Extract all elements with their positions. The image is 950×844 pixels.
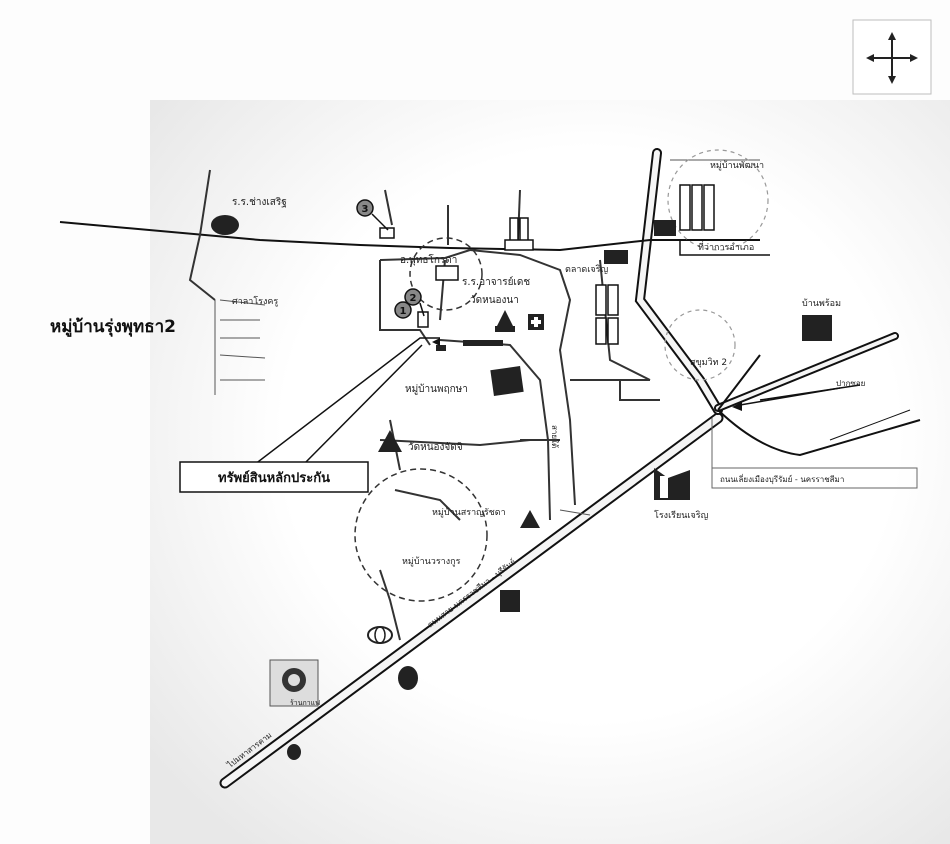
bottom-dashed-circle (354, 468, 488, 602)
label-bottom-circle-top: หมู่บ้านสราญรัชดา (432, 507, 506, 518)
top-right-dashed-circle (667, 149, 769, 251)
marker-1: 1 (394, 301, 412, 319)
village-label: หมู่บ้านรุ่งพุทธา2 (50, 317, 176, 338)
bank-logo-icon (269, 659, 319, 707)
dark-blocks (436, 220, 832, 612)
label-cafe: ร้านกาแฟ (290, 699, 320, 707)
label-right-arrow: ปากซอย (836, 379, 865, 388)
junction-arrow-icon (732, 387, 841, 411)
main-highway (219, 412, 724, 789)
svg-text:3: 3 (362, 204, 369, 215)
compass-icon (852, 19, 932, 95)
temple-icon-small (520, 510, 540, 528)
svg-text:2: 2 (410, 293, 417, 304)
label-right-house: บ้านพร้อม (802, 298, 841, 309)
collateral-label-box: ทรัพย์สินหลักประกัน (179, 461, 369, 493)
label-moo-right-top: หมู่บ้านพัฒนา (710, 160, 764, 171)
hospital-icon (528, 314, 544, 330)
bush-icon (211, 215, 239, 235)
label-right-road: ถนนเลี่ยงเมืองบุรีรัมย์ - นครราชสีมา (720, 473, 844, 484)
north-highway (634, 148, 723, 415)
marker-2: 2 (404, 288, 422, 306)
label-right-circle: สุขุมวิท 2 (690, 357, 727, 368)
label-district-office: อ.พุทธโกรดา (400, 253, 457, 266)
label-govt-office: ที่ว่าการอำเภอ (698, 240, 754, 253)
label-market: ตลาดเจริญ (565, 264, 608, 275)
label-temple-center: วัดหนองนา (470, 295, 519, 306)
marker-3: 3 (356, 199, 374, 217)
label-school-right: โรงเรียนเจริญ (654, 510, 709, 521)
right-dashed-circle (664, 309, 736, 381)
east-road (714, 332, 921, 457)
collateral-pointer-2 (299, 344, 423, 469)
label-temple-bottom: วัดหนองจัดจิ (408, 442, 463, 453)
pagoda-icon (398, 666, 418, 690)
small-pagoda-icon (287, 744, 301, 760)
minor-roads (214, 159, 760, 516)
temple-icon-bottom (378, 430, 402, 452)
label-moo-left-top: ศาลาโรงครู (232, 296, 278, 307)
center-dashed-circle (409, 237, 483, 311)
temple-icon-center (495, 310, 515, 332)
car-logo-icon (367, 626, 393, 644)
school-icon (654, 468, 690, 500)
collateral-arrow-icon (432, 338, 440, 346)
label-top-left-house: ร.ร.ช่างเสริฐ (232, 197, 287, 208)
svg-text:1: 1 (400, 306, 407, 317)
label-village-center: หมู่บ้านพฤกษา (405, 383, 468, 395)
label-hospital: ร.ร.อาจารย์เดช (462, 276, 530, 288)
label-bottom-circle-inner: หมู่บ้านวรางกูร (402, 556, 461, 567)
label-vertical-road: สายใต้ (550, 425, 559, 448)
building-blocks (379, 184, 715, 345)
collateral-label: ทรัพย์สินหลักประกัน (218, 470, 330, 486)
